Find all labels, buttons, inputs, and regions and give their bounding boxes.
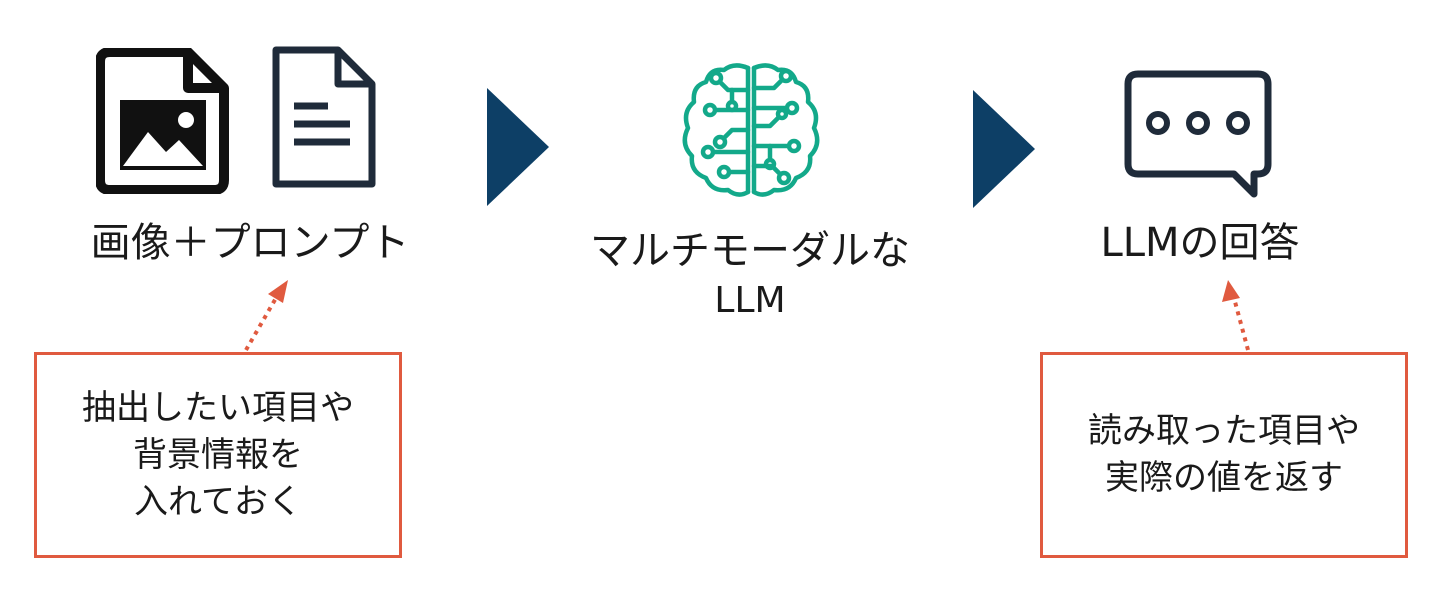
output-label: LLMの回答 bbox=[1100, 220, 1300, 266]
input-note-line: 抽出したい項目や bbox=[82, 387, 354, 428]
input-note-line: 入れておく bbox=[134, 481, 302, 522]
flow-arrow-icon bbox=[487, 88, 549, 206]
output-note-line: 読み取った項目や bbox=[1088, 411, 1360, 451]
dotted-arrow-icon bbox=[236, 278, 296, 354]
flow-arrow-icon bbox=[973, 90, 1035, 208]
input-note: 抽出したい項目や 背景情報を 入れておく bbox=[34, 352, 402, 558]
input-label: 画像＋プロンプト bbox=[90, 220, 410, 266]
model-label-line1: マルチモーダルな bbox=[590, 228, 910, 274]
circuit-brain-icon bbox=[676, 60, 826, 200]
output-note-line: 実際の値を返す bbox=[1105, 458, 1343, 498]
input-note-line: 背景情報を bbox=[133, 434, 303, 475]
output-note: 読み取った項目や 実際の値を返す bbox=[1040, 352, 1408, 558]
document-icon bbox=[268, 44, 380, 192]
model-label-line2: LLM bbox=[714, 280, 786, 321]
chat-bubble-icon bbox=[1124, 70, 1272, 198]
dotted-arrow-icon bbox=[1212, 278, 1262, 354]
image-file-icon bbox=[96, 48, 232, 194]
